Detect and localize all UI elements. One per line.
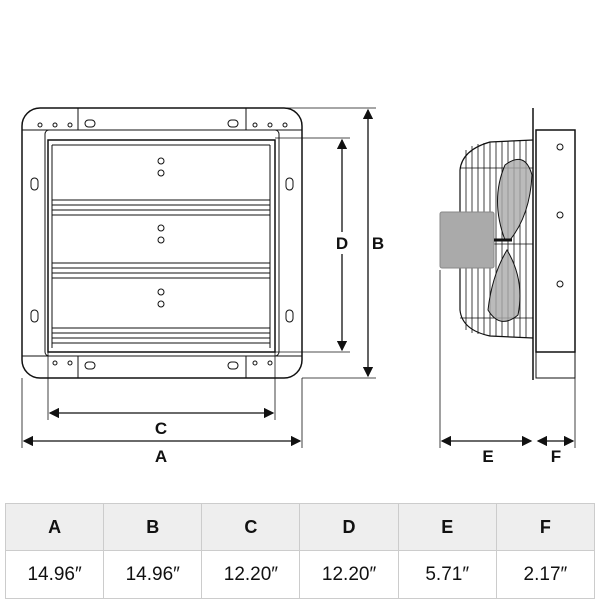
side-view bbox=[439, 108, 576, 380]
header-cell: D bbox=[299, 503, 399, 551]
table-header-row: A B C D E F bbox=[4, 503, 596, 551]
header-cell: B bbox=[103, 503, 203, 551]
label-f: F bbox=[551, 447, 561, 466]
header-cell: C bbox=[201, 503, 301, 551]
table-row: 14.96″ 14.96″ 12.20″ 12.20″ 5.71″ 2.17″ bbox=[4, 550, 596, 599]
dimensions-table: A B C D E F 14.96″ 14.96″ 12.20″ 12.20″ … bbox=[4, 503, 596, 599]
label-a: A bbox=[155, 447, 167, 466]
value-cell: 12.20″ bbox=[299, 550, 399, 599]
value-cell: 5.71″ bbox=[397, 550, 497, 599]
dimension-lines bbox=[21, 107, 576, 448]
label-e: E bbox=[482, 447, 493, 466]
header-cell: F bbox=[495, 503, 596, 551]
fan-drawing: C A D B E F bbox=[21, 107, 576, 466]
label-d: D bbox=[336, 234, 348, 253]
front-view bbox=[21, 107, 303, 379]
value-cell: 14.96″ bbox=[4, 550, 105, 599]
header-cell: A bbox=[4, 503, 105, 551]
value-cell: 14.96″ bbox=[103, 550, 203, 599]
value-cell: 2.17″ bbox=[495, 550, 596, 599]
value-cell: 12.20″ bbox=[201, 550, 301, 599]
label-b: B bbox=[372, 234, 384, 253]
label-c: C bbox=[155, 419, 167, 438]
header-cell: E bbox=[397, 503, 497, 551]
